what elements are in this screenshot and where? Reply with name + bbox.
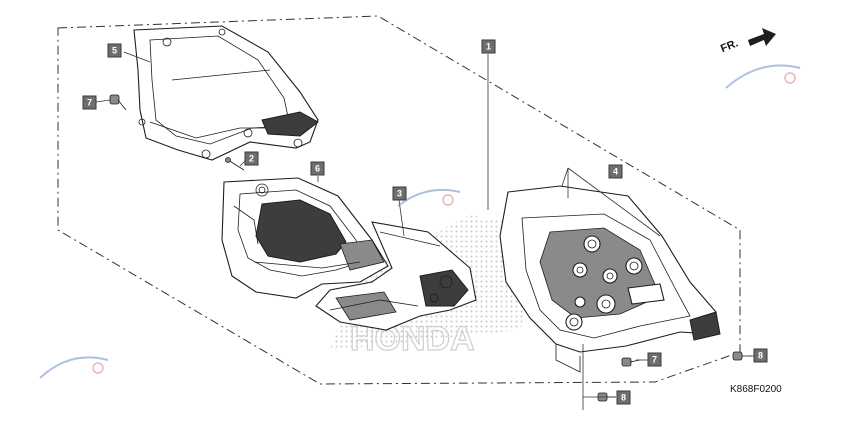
svg-text:8: 8 [758,351,763,361]
moto-logo-icon [725,64,801,89]
screw-icon [109,94,127,111]
callout-3: 3 [392,186,407,201]
callout-5: 5 [107,43,122,58]
callout-8-lower: 8 [616,390,631,405]
callout-8-right: 8 [753,348,768,363]
callout-6: 6 [310,161,325,176]
svg-text:6: 6 [315,164,320,174]
callout-7-lower: 7 [647,352,662,367]
part-5-upper-cover [133,25,319,161]
pin-icon [225,157,245,171]
svg-text:4: 4 [613,167,618,177]
callout-7-upper: 7 [82,95,97,110]
callout-4: 4 [608,164,623,179]
svg-text:3: 3 [397,189,402,199]
part-3-bracket [315,221,477,331]
part-6-meter-case [221,177,389,299]
screw-icon [621,357,641,367]
moto-logo-icon [39,356,109,379]
svg-text:7: 7 [87,98,92,108]
callout-2: 2 [244,151,259,166]
arrow-right-icon [748,28,776,46]
svg-text:7: 7 [652,355,657,365]
svg-text:8: 8 [621,393,626,403]
reference-code: K868F0200 [730,384,782,395]
moto-logo-icon [397,188,461,207]
assembly-outline [57,15,741,385]
part-4-meter-body [499,185,721,373]
svg-text:1: 1 [486,42,491,52]
svg-text:2: 2 [249,154,254,164]
svg-text:5: 5 [112,46,117,56]
bolt-icon [732,351,752,361]
leader-lines [95,51,754,410]
callout-1: 1 [481,39,496,54]
